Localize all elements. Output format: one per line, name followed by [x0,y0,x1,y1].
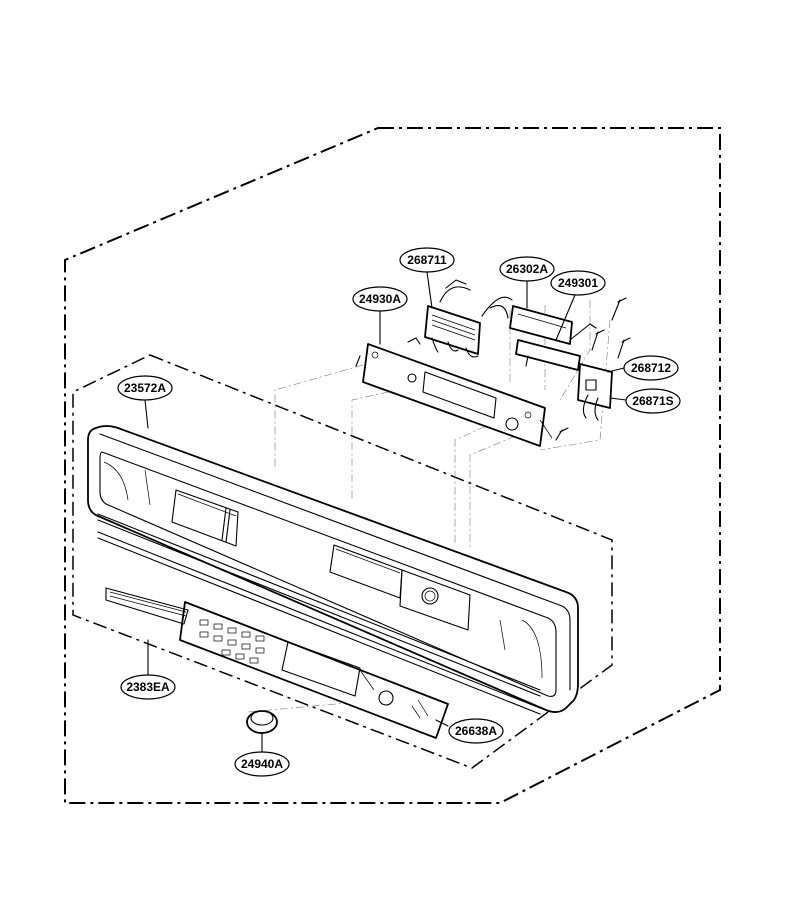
part-label-24940A: 24940A [234,751,290,777]
part-label-26871S-text: 26871S [632,394,673,408]
panel-knob-hole [421,587,439,605]
part-label-26302A: 26302A [499,256,555,282]
part-label-2383EA: 2383EA [120,674,176,700]
screws [355,297,631,441]
display-module [515,323,597,371]
part-label-26638A: 26638A [448,718,504,744]
front-control-panel [87,425,579,715]
part-label-23572A: 23572A [117,375,173,401]
part-label-268711: 268711 [399,247,455,273]
leader-lines [144,271,627,753]
part-label-268712-text: 268712 [631,361,671,375]
outer-assembly-boundary [64,127,721,804]
part-label-26871S: 26871S [625,388,681,414]
part-label-24940A-text: 24940A [241,757,283,771]
part-label-249301-text: 249301 [558,276,598,290]
control-board [424,279,513,358]
encoder-board [577,363,613,421]
mounting-bracket [362,337,553,447]
part-label-268711-text: 268711 [407,253,447,267]
part-label-249301: 249301 [550,270,606,296]
part-label-2383EA-text: 2383EA [126,680,170,694]
part-label-23572A-text: 23572A [124,381,166,395]
control-knob [246,710,278,734]
part-label-24930A-text: 24930A [359,292,401,306]
part-label-26638A-text: 26638A [455,724,497,738]
inner-panel-boundary [72,354,613,769]
display-lens [509,305,573,345]
part-label-268712: 268712 [623,355,679,381]
part-label-26302A-text: 26302A [506,262,548,276]
part-label-24930A: 24930A [352,286,408,312]
membrane-touchpad [105,587,449,739]
